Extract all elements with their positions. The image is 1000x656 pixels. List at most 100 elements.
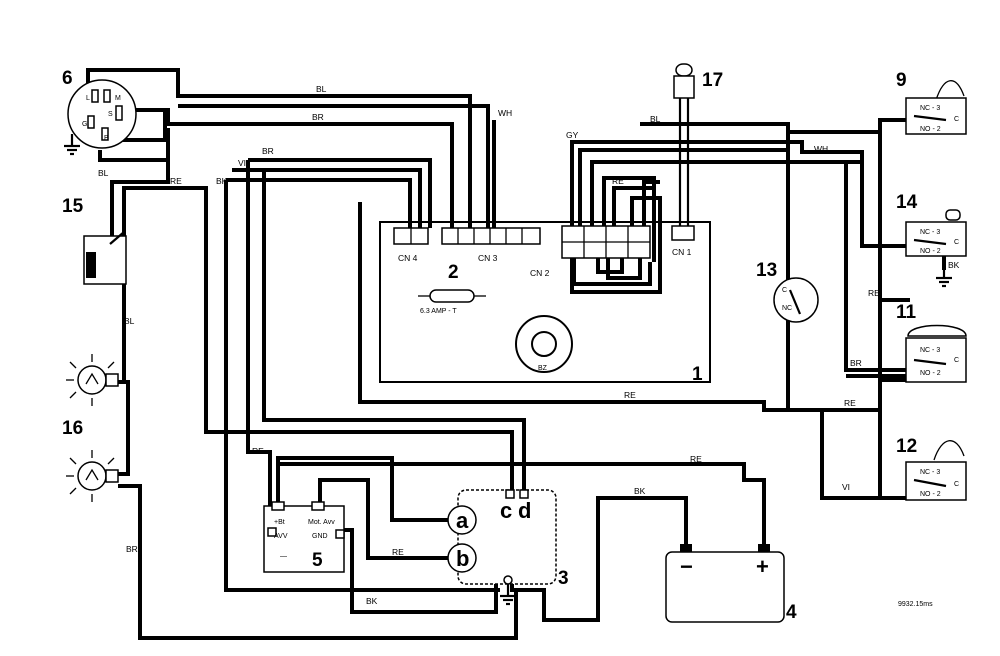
switch13-nc-label: NC (782, 305, 792, 312)
wire-label: BL (124, 316, 135, 326)
wire-label: BL (98, 168, 109, 178)
cn3-label: CN 3 (478, 253, 498, 263)
fuse-2 (418, 289, 486, 303)
gnd-label: GND (312, 533, 328, 540)
wire-label: RE (624, 390, 636, 400)
component-number-5: 5 (312, 550, 323, 571)
cn2-label: CN 2 (530, 268, 550, 278)
wire-label: BR (126, 544, 138, 554)
ignition-switch-6: L M S G B (67, 79, 137, 149)
buzzer (515, 315, 573, 373)
wire-label: BK (216, 176, 228, 186)
ground-icon (500, 575, 516, 606)
mot-avv-label: Mot. Avv (308, 519, 335, 526)
component-number-9: 9 (896, 70, 907, 91)
wire-label: BR (850, 358, 862, 368)
wire-label: VI (238, 158, 246, 168)
wire-label: BL (316, 84, 327, 94)
cn1-label: CN 1 (672, 247, 692, 257)
regulator-5: +Bt AVV — Mot. Avv GND (263, 501, 345, 573)
wire-label: BK (634, 486, 646, 496)
terminal-c: c (500, 498, 512, 523)
component-number-4: 4 (786, 602, 797, 623)
control-board (379, 221, 711, 383)
no-label: NO - 2 (920, 370, 941, 377)
cn1-connector (671, 225, 695, 241)
minus-label: — (280, 553, 287, 560)
cn3-connector (441, 227, 541, 245)
indicator-lamp-17 (673, 63, 695, 99)
c-label: C (954, 357, 959, 364)
wire-label: RE (252, 446, 264, 456)
component-number-2: 2 (448, 262, 459, 283)
nc-label: NC - 3 (920, 105, 940, 112)
nc-label: NC - 3 (920, 347, 940, 354)
microswitch-14: NC - 3 NO - 2 C (905, 209, 967, 257)
nc-label: NC - 3 (920, 469, 940, 476)
switch13-c-label: C (782, 287, 787, 294)
no-label: NO - 2 (920, 248, 941, 255)
microswitch-11: NC - 3 NO - 2 C (905, 324, 967, 383)
pin-b-label: B (104, 135, 109, 142)
wire-label: BK (366, 596, 378, 606)
terminal-a: a (456, 508, 469, 533)
pin-g-label: G (82, 121, 87, 128)
wire-label: BR (312, 112, 324, 122)
cn4-label: CN 4 (398, 253, 418, 263)
c-label: C (954, 239, 959, 246)
component-number-13: 13 (756, 260, 777, 281)
component-number-11: 11 (896, 302, 917, 323)
microswitch-12: NC - 3 NO - 2 C (905, 440, 967, 501)
terminal-d: d (518, 498, 531, 523)
component-number-14: 14 (896, 192, 918, 213)
battery-plus: + (756, 554, 769, 579)
bt-label: +Bt (274, 519, 285, 526)
buzzer-label: BZ (538, 365, 548, 372)
pin-m-label: M (115, 95, 121, 102)
nc-label: NC - 3 (920, 229, 940, 236)
c-label: C (954, 481, 959, 488)
cn2-connector (561, 225, 651, 259)
wires (86, 68, 946, 640)
pin-l-label: L (86, 95, 90, 102)
drawing-code: 9932.15ms (898, 601, 933, 608)
component-number-12: 12 (896, 436, 917, 457)
component-number-1: 1 (692, 364, 703, 385)
wire-label: BR (262, 146, 274, 156)
component-number-15: 15 (62, 196, 84, 217)
microswitch-9: NC - 3 NO - 2 C (905, 80, 967, 135)
wire-label: RE (690, 454, 702, 464)
component-number-3: 3 (558, 568, 569, 589)
wire-label: RE (844, 398, 856, 408)
battery-minus: − (680, 554, 693, 579)
wire-label: GY (566, 130, 579, 140)
component-numbers: 6 15 16 2 1 17 13 9 14 11 12 5 3 4 (62, 68, 918, 623)
wire-label: RE (612, 176, 624, 186)
wire-labels: BL BR WH BR VI BK RE BL BL BR RE RE BK B… (98, 84, 960, 606)
component-number-6: 6 (62, 68, 73, 89)
cn4-connector (393, 227, 429, 245)
rocker-switch-15 (83, 231, 127, 285)
wire-label: RE (868, 288, 880, 298)
no-label: NO - 2 (920, 491, 941, 498)
wire-label: RE (392, 547, 404, 557)
wire-label: RE (170, 176, 182, 186)
wire-label: BK (948, 260, 960, 270)
ground-icon (936, 270, 952, 288)
battery-4 (665, 544, 785, 623)
component-number-17: 17 (702, 70, 723, 91)
wire-label: BL (650, 114, 661, 124)
component-number-16: 16 (62, 418, 83, 439)
fuse-label: 6.3 AMP - T (420, 308, 457, 315)
switch-13: C NC (773, 277, 819, 323)
c-label: C (954, 116, 959, 123)
wire-label: WH (498, 108, 512, 118)
terminal-b: b (456, 546, 469, 571)
pin-s-label: S (108, 111, 113, 118)
lamp-icon (66, 354, 119, 406)
avv-label: AVV (274, 533, 288, 540)
lamp-icon (66, 450, 119, 502)
wire-label: VI (842, 482, 850, 492)
no-label: NO - 2 (920, 126, 941, 133)
